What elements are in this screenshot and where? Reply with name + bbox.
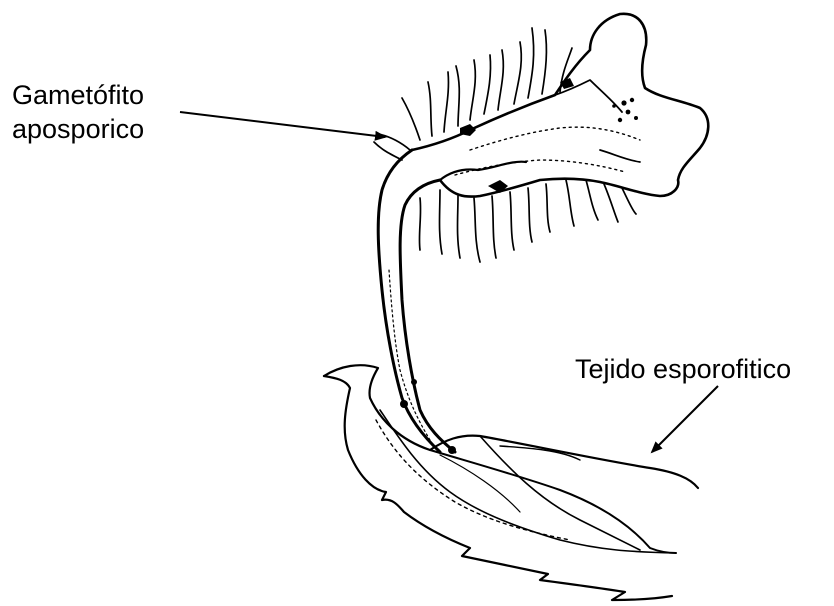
gametophyte-stalk <box>378 150 456 454</box>
gametophyte-thallus <box>412 14 708 197</box>
arrow-gametofito <box>180 112 385 137</box>
arrow-tejido <box>652 386 718 452</box>
rhizoids <box>374 28 640 262</box>
sporophytic-tissue <box>324 365 698 600</box>
